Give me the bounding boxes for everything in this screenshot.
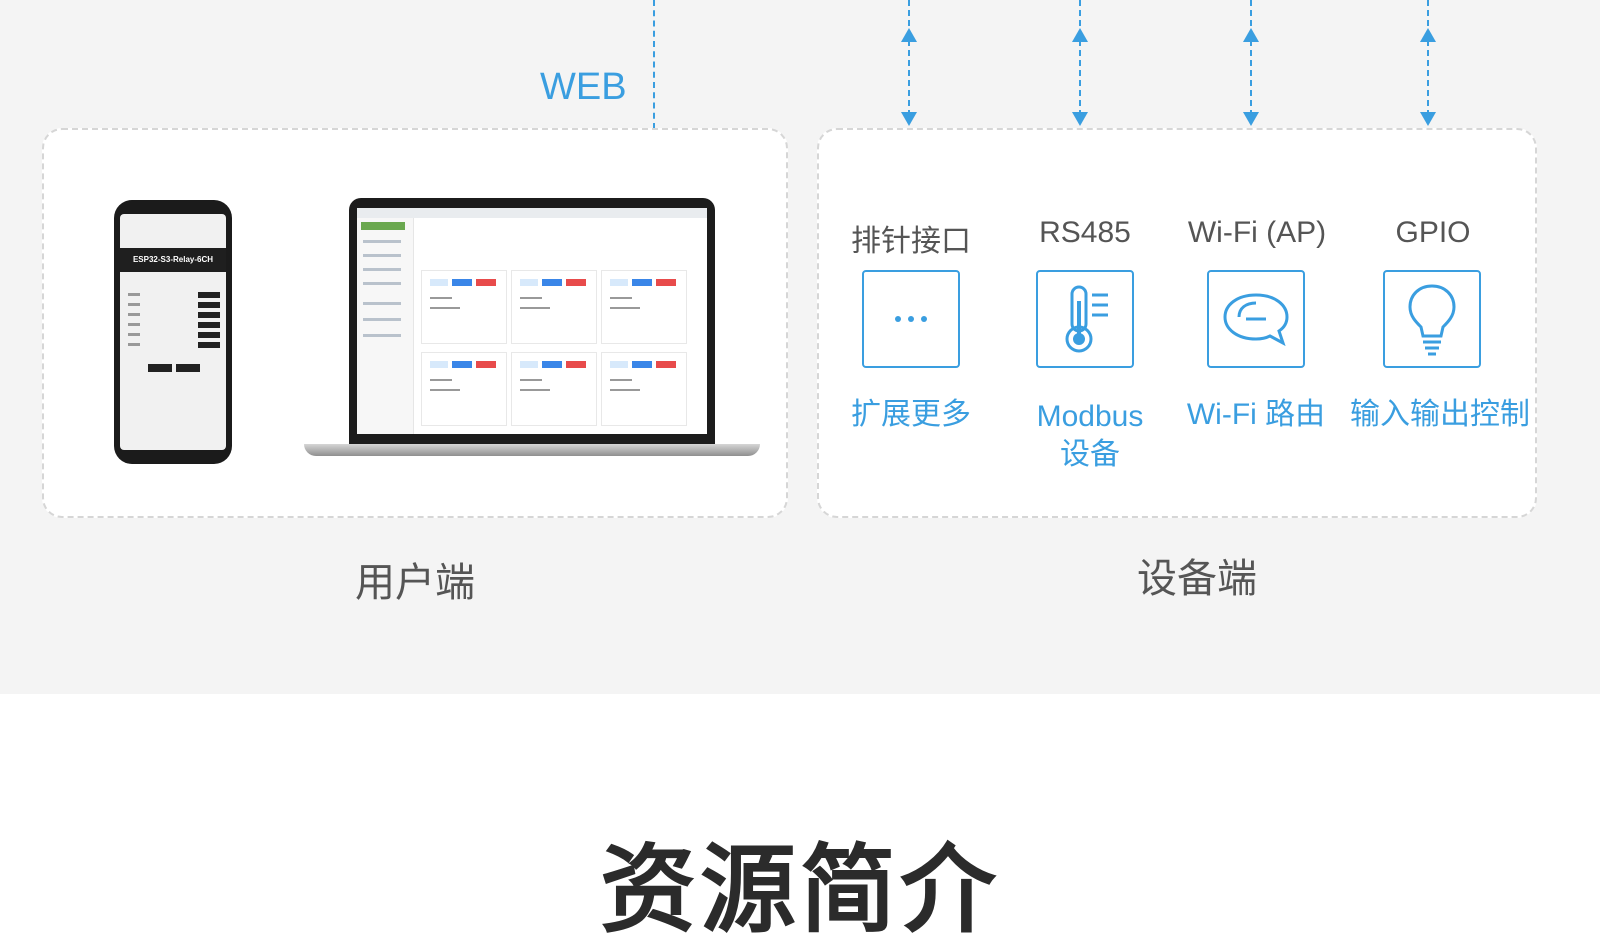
dashboard-nav-item [363, 254, 401, 257]
device-link-arrow-up-2 [1072, 28, 1088, 42]
section-title: 资源简介 [600, 834, 1000, 946]
feature-title-header: 排针接口 [851, 225, 971, 258]
feature-caption-gpio: 输入输出控制 [1340, 396, 1540, 434]
device-link-line-4 [1427, 0, 1429, 116]
dashboard-logo [361, 222, 405, 230]
device-link-line-1 [908, 0, 910, 116]
laptop-device-image [349, 198, 715, 444]
feature-title-rs485: RS485 [1039, 216, 1131, 249]
device-side-label: 设备端 [1137, 556, 1257, 602]
phone-device-image: ESP32-S3-Relay-6CH [114, 200, 232, 464]
phone-relay-row [124, 310, 222, 320]
feature-caption-header: 扩展更多 [816, 396, 1006, 434]
laptop-screen [357, 208, 707, 434]
phone-relay-row [124, 300, 222, 310]
phone-all-on-button [148, 364, 172, 372]
chat-bubble-icon [1223, 293, 1289, 347]
phone-relay-row [124, 290, 222, 300]
feature-caption-line: 设备 [1060, 438, 1120, 471]
feature-caption-line: Wi-Fi 路由 [1186, 398, 1326, 431]
dashboard-nav-item [363, 268, 401, 271]
phone-app-title: ESP32-S3-Relay-6CH [120, 248, 226, 272]
web-label: WEB [540, 66, 627, 108]
device-link-line-3 [1250, 0, 1252, 116]
feature-caption-wifi: Wi-Fi 路由 [1161, 396, 1351, 434]
feature-box-header [862, 270, 960, 368]
device-link-arrow-up-1 [901, 28, 917, 42]
device-link-arrow-down-3 [1243, 112, 1259, 126]
feature-box-wifi [1207, 270, 1305, 368]
feature-box-rs485 [1036, 270, 1134, 368]
dashboard-card [601, 352, 687, 426]
device-link-arrow-down-2 [1072, 112, 1088, 126]
dashboard-card [601, 270, 687, 344]
feature-box-gpio [1383, 270, 1481, 368]
feature-title-gpio: GPIO [1395, 216, 1471, 249]
dashboard-card [421, 352, 507, 426]
feature-caption-line: 扩展更多 [851, 398, 971, 431]
feature-title-wifi: Wi-Fi (AP) [1187, 216, 1327, 249]
device-link-arrow-up-4 [1420, 28, 1436, 42]
phone-screen: ESP32-S3-Relay-6CH [120, 214, 226, 450]
dashboard-card [511, 270, 597, 344]
dashboard-nav-item [363, 282, 401, 285]
dashboard-nav-item [363, 240, 401, 243]
thermometer-icon [1065, 285, 1108, 353]
dashboard-card [511, 352, 597, 426]
web-link-line [653, 0, 655, 170]
device-link-arrow-down-1 [901, 112, 917, 126]
dashboard-sidebar [357, 218, 414, 434]
feature-caption-line: 输入输出控制 [1350, 398, 1530, 431]
laptop-base [304, 444, 760, 456]
browser-toolbar [357, 208, 707, 218]
user-side-label: 用户端 [355, 560, 475, 606]
dashboard-card [421, 270, 507, 344]
dots-icon [895, 316, 927, 322]
phone-relay-row [124, 320, 222, 330]
device-link-line-2 [1079, 0, 1081, 116]
phone-relay-row [124, 340, 222, 350]
device-link-arrow-down-4 [1420, 112, 1436, 126]
dashboard-nav-item [363, 334, 401, 337]
phone-relay-row [124, 330, 222, 340]
feature-caption-rs485: Modbus 设备 [995, 398, 1185, 474]
device-link-arrow-up-3 [1243, 28, 1259, 42]
dashboard-nav-item [363, 318, 401, 321]
lightbulb-icon [1408, 284, 1456, 356]
dashboard-nav-item [363, 302, 401, 305]
phone-relay-list [124, 290, 222, 350]
phone-all-off-button [176, 364, 200, 372]
feature-caption-line: Modbus [1036, 400, 1144, 433]
